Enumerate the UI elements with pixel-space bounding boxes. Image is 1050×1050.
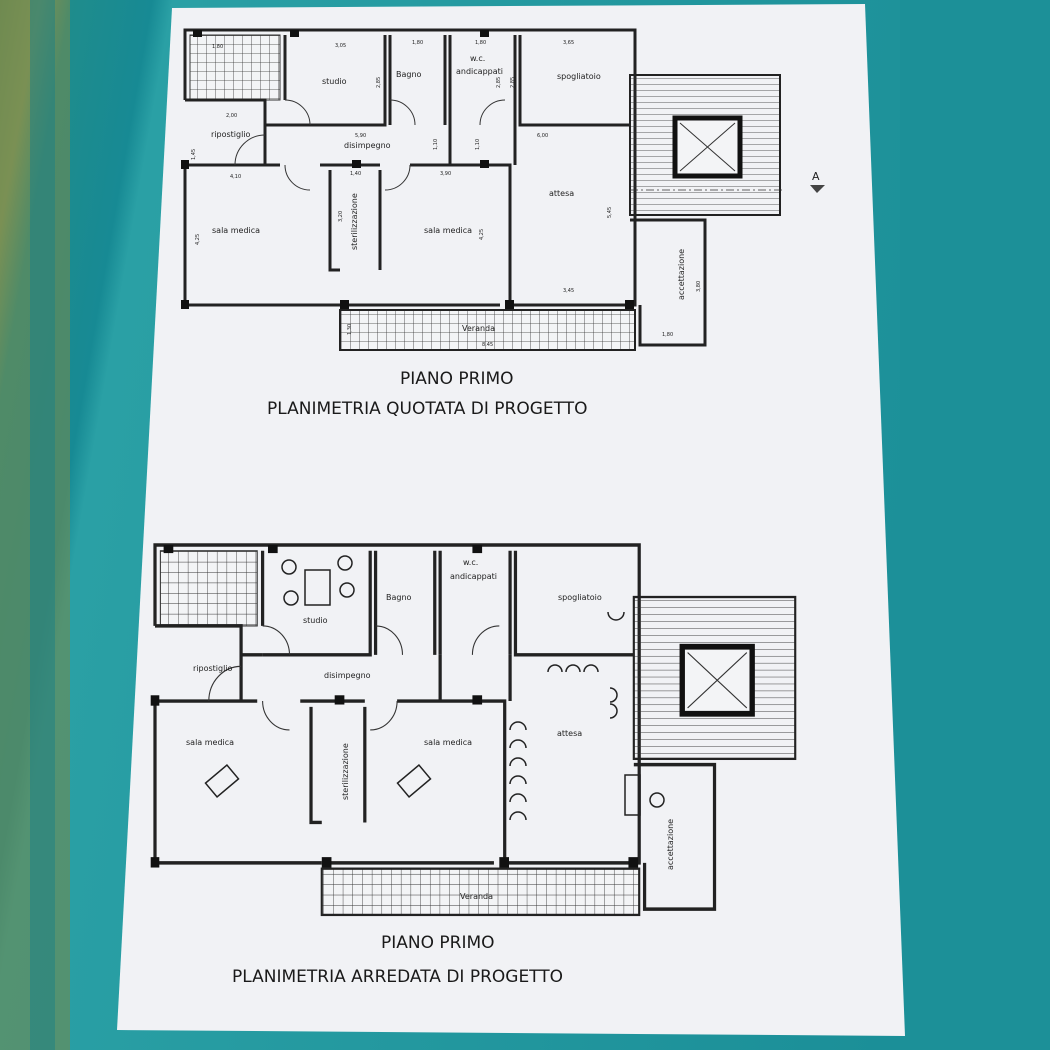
dimension-label: 3,45 (563, 288, 574, 294)
dimension-label: 1,80 (412, 40, 423, 46)
dimension-label: 1,80 (475, 40, 486, 46)
room-label: w.c. (463, 558, 478, 567)
section-arrow-icon (810, 185, 825, 193)
room-label: Bagno (396, 70, 422, 79)
plan-subtitle: PLANIMETRIA QUOTATA DI PROGETTO (267, 399, 588, 419)
dimension-label: 3,80 (696, 281, 702, 292)
dimension-label: 1,80 (212, 44, 223, 50)
dimension-labels: 1,80 3,05 1,80 1,80 3,65 2,00 5,90 1,10 … (191, 40, 702, 348)
floor-plan-dimensioned: A studio Bagno w.c. andicappati spogliat… (181, 30, 825, 350)
furniture (204, 555, 665, 821)
dimension-label: 5,45 (607, 207, 613, 218)
room-label: sala medica (212, 226, 260, 235)
section-marker: A (812, 170, 820, 183)
dimension-label: 3,05 (335, 43, 346, 49)
room-label: Bagno (386, 593, 412, 602)
dimension-label: 1,10 (475, 139, 481, 150)
room-label: attesa (549, 189, 574, 198)
room-label: sterilizzazione (350, 193, 359, 250)
dimension-label: 1,10 (433, 139, 439, 150)
dimension-label: 1,80 (662, 332, 673, 338)
dimension-label: 2,85 (376, 77, 382, 88)
plan-subtitle: PLANIMETRIA ARREDATA DI PROGETTO (232, 967, 563, 987)
room-label: ripostiglio (193, 664, 233, 673)
dimension-label: 1,45 (191, 149, 197, 160)
plan-title: PIANO PRIMO (381, 933, 495, 953)
room-label: ripostiglio (211, 130, 251, 139)
dimension-label: 2,85 (510, 77, 516, 88)
room-label: spogliatoio (557, 72, 601, 81)
room-label: Veranda (460, 892, 493, 901)
room-label: accettazione (677, 249, 686, 300)
dimension-label: 3,20 (338, 211, 344, 222)
dimension-label: 1,30 (347, 324, 353, 335)
room-label: andicappati (450, 572, 497, 581)
room-label: sterilizzazione (341, 743, 350, 800)
room-label: sala medica (424, 738, 472, 747)
room-label: attesa (557, 729, 582, 738)
dimension-label: 3,90 (440, 171, 451, 177)
dimension-label: 5,90 (355, 133, 366, 139)
dimension-label: 8,45 (482, 342, 493, 348)
dimension-label: 1,40 (350, 171, 361, 177)
room-label: disimpegno (324, 671, 371, 680)
dimension-label: 3,65 (563, 40, 574, 46)
room-label: sala medica (424, 226, 472, 235)
dimension-label: 4,10 (230, 174, 241, 180)
plan-title: PIANO PRIMO (400, 369, 514, 389)
dimension-label: 6,00 (537, 133, 548, 139)
fabric-stripe (900, 0, 1050, 1050)
room-label: disimpegno (344, 141, 391, 150)
room-label: studio (303, 616, 328, 625)
room-label: andicappati (456, 67, 503, 76)
fabric-stripe (30, 0, 55, 1050)
room-label: sala medica (186, 738, 234, 747)
paper-sheet (117, 4, 905, 1036)
floor-plan-furnished: studio Bagno w.c. andicappati spogliatoi… (151, 545, 796, 915)
room-label: accettazione (666, 819, 675, 870)
room-label: Veranda (462, 324, 495, 333)
room-label: studio (322, 77, 347, 86)
dimension-label: 2,85 (496, 77, 502, 88)
room-label: w.c. (470, 54, 485, 63)
dimension-label: 2,00 (226, 113, 237, 119)
dimension-label: 4,25 (479, 229, 485, 240)
dimension-label: 4,25 (195, 234, 201, 245)
room-label: spogliatoio (558, 593, 602, 602)
